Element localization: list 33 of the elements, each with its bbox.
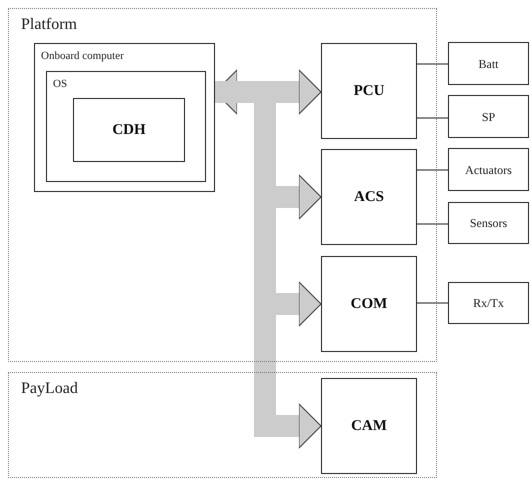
block-box — [46, 71, 206, 182]
block-box — [448, 42, 529, 85]
block-label: SP — [480, 108, 496, 126]
group-region — [8, 8, 437, 362]
block-box — [73, 98, 185, 162]
block-label: Actuators — [464, 162, 513, 178]
group-heading: Onboard computer — [41, 49, 124, 64]
connector-line — [417, 63, 448, 65]
block-box — [321, 149, 417, 245]
block-box — [321, 256, 417, 352]
group-region — [8, 372, 437, 478]
group-heading: OS — [53, 77, 68, 92]
block-label: Batt — [478, 56, 500, 72]
connector-line — [417, 302, 448, 304]
connector-line — [417, 169, 448, 171]
block-label: Rx/Tx — [472, 295, 505, 312]
group-heading: Platform — [21, 15, 77, 35]
block-box — [321, 43, 417, 139]
block-box — [448, 95, 529, 138]
block-label: PCU — [352, 82, 386, 101]
group-heading: PayLoad — [21, 379, 78, 399]
connector-line — [417, 223, 448, 225]
block-box — [321, 378, 417, 474]
block-label: CDH — [111, 120, 147, 140]
block-label: ACS — [352, 188, 385, 207]
block-box — [34, 43, 215, 192]
block-label: COM — [350, 294, 388, 314]
connector-line — [417, 117, 448, 119]
block-box — [448, 202, 529, 244]
block-label: CAM — [350, 416, 388, 436]
block-box — [448, 282, 529, 324]
block-box — [448, 148, 529, 191]
block-label: Sensors — [468, 215, 508, 232]
